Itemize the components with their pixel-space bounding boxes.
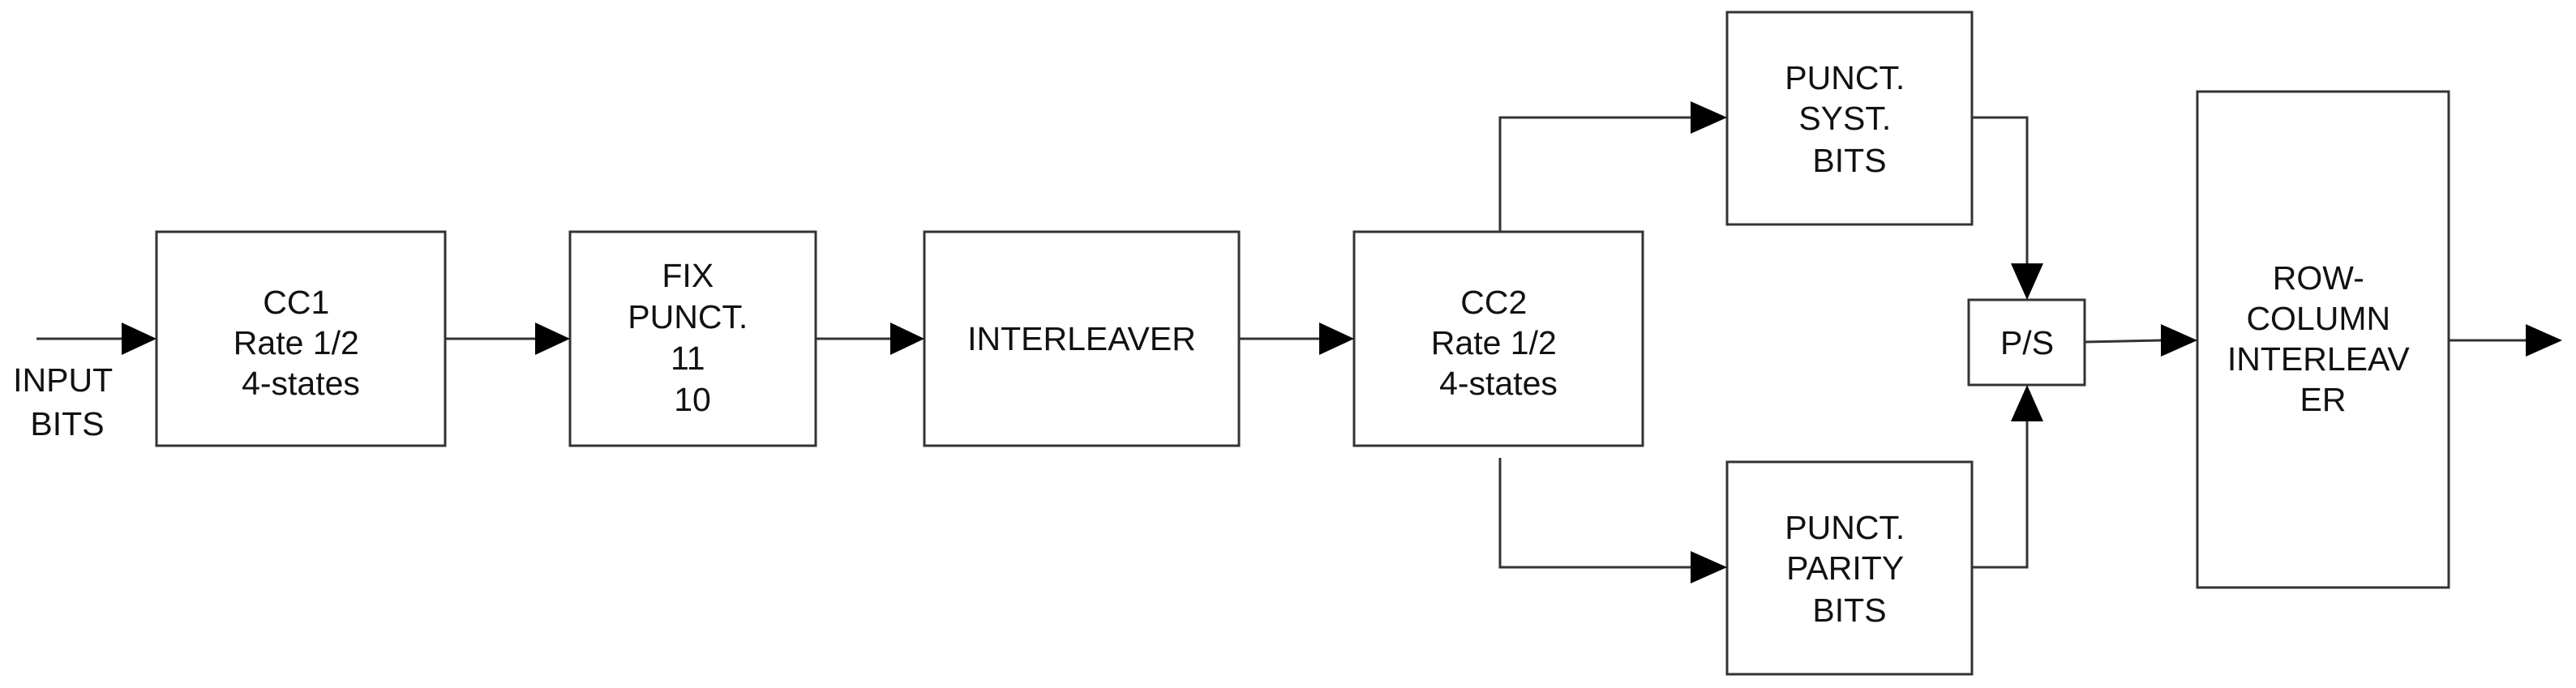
syst-arrowhead xyxy=(1691,101,1727,134)
parity-to-ps-wire xyxy=(1972,421,2029,569)
output-arrowhead xyxy=(2526,324,2562,357)
input-bits-label: INPUT BITS xyxy=(13,361,122,442)
ps-label: P/S xyxy=(2000,324,2054,361)
syst-to-ps-wire xyxy=(1972,116,2029,263)
fix-arrowhead xyxy=(535,323,570,355)
cc2-arrowhead xyxy=(1319,323,1354,355)
fix-punct-label: FIX PUNCT. 11 10 xyxy=(628,257,757,418)
interleaver-block xyxy=(923,230,1241,447)
cc1-label: CC1 Rate 1/2 4-states xyxy=(234,284,368,402)
punct-parity-label: PUNCT. PARITY BITS xyxy=(1785,509,1914,629)
ps-block xyxy=(1967,298,2086,387)
cc2-to-parity-wire xyxy=(1498,458,1691,569)
cc2-label: CC2 Rate 1/2 4-states xyxy=(1431,284,1566,402)
punct-syst-block xyxy=(1725,11,1974,226)
ps-bottom-arrowhead xyxy=(2011,385,2043,421)
row-column-label: ROW- COLUMN INTERLEAV ER xyxy=(2227,259,2419,418)
punct-parity-block xyxy=(1725,460,1974,676)
cc2-block xyxy=(1352,230,1644,447)
row-column-block xyxy=(2196,90,2450,589)
input-arrowhead xyxy=(122,323,156,355)
parity-arrowhead xyxy=(1691,551,1727,583)
cc1-block xyxy=(155,230,447,447)
ps-top-arrowhead xyxy=(2011,263,2043,300)
ps-to-row-column-wire xyxy=(2084,339,2162,344)
fix-punct-block xyxy=(568,230,817,447)
interleaver-arrowhead xyxy=(890,323,924,355)
punct-syst-label: PUNCT. SYST. BITS xyxy=(1785,59,1914,179)
cc2-to-syst-wire xyxy=(1498,116,1691,232)
row-column-arrowhead xyxy=(2161,324,2197,357)
interleaver-label: INTERLEAVER xyxy=(967,320,1196,357)
